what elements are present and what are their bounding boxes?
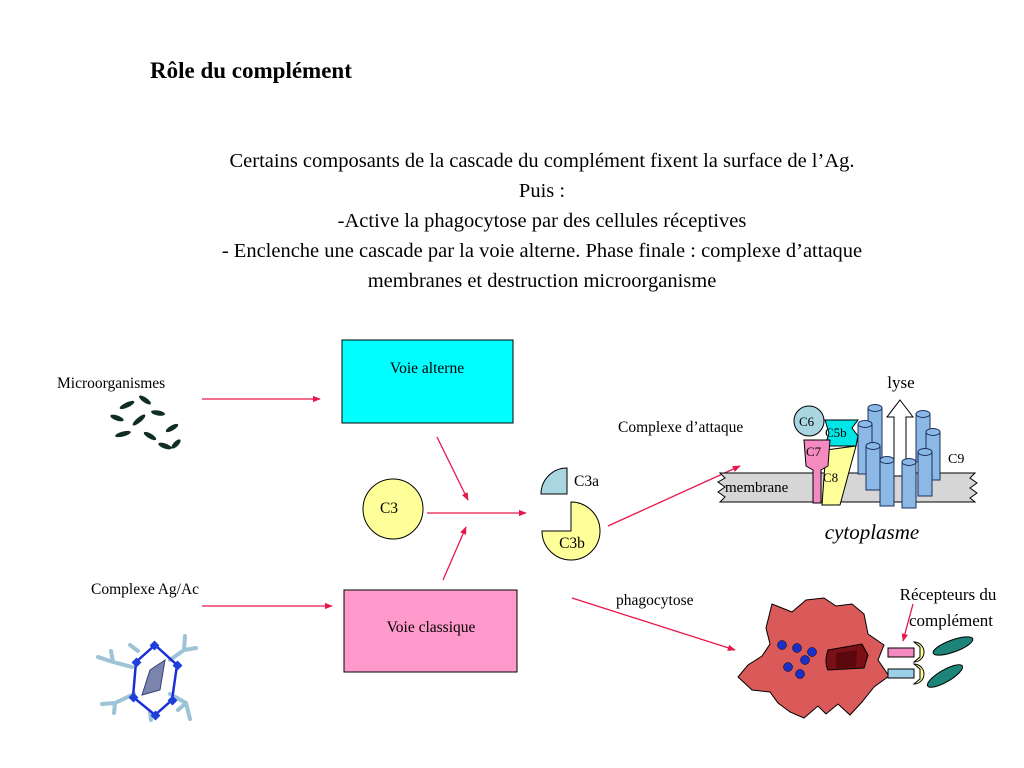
arrow-to-attack-complex — [607, 465, 741, 527]
complement-receptor-icon — [912, 636, 974, 688]
arrow-to-phagocytose — [571, 597, 736, 651]
intro-line-2: Puis : — [518, 180, 566, 202]
microorganisms-icon — [110, 395, 181, 450]
c3a-shape — [540, 467, 568, 495]
cytoplasme-label: cytoplasme — [825, 520, 919, 544]
complexe-ag-ac-label: Complexe Ag/Ac — [91, 581, 199, 598]
c6-label: C6 — [799, 414, 815, 429]
c9-label: C9 — [948, 452, 964, 467]
c3-label: C3 — [380, 500, 398, 517]
membrane-label: membrane — [725, 480, 789, 496]
intro-line-4: - Enclenche une cascade par la voie alte… — [221, 240, 863, 262]
voie-classique-label: Voie classique — [387, 619, 476, 636]
intro-text: Certains composants de la cascade du com… — [100, 146, 984, 296]
c3-circle — [362, 478, 424, 540]
c7-label: C7 — [806, 444, 822, 459]
c3b-shape — [541, 501, 601, 561]
recepteurs-label-line1: Récepteurs du — [900, 585, 997, 604]
intro-line-3: -Active la phagocytose par des cellules … — [337, 210, 747, 232]
voie-alterne-label: Voie alterne — [390, 360, 464, 377]
c8-label: C8 — [823, 470, 838, 485]
c3a-label: C3a — [574, 473, 599, 490]
intro-line-5: membranes et destruction microorganisme — [367, 270, 717, 292]
lyse-label: lyse — [887, 373, 914, 392]
c6-circle — [793, 405, 825, 437]
arrow-to-receptors — [901, 603, 914, 642]
c5b-shape — [824, 419, 859, 447]
c8-shape — [821, 445, 857, 506]
microorganismes-label: Microorganismes — [57, 375, 165, 392]
c5b-label: C5b — [825, 425, 847, 440]
lyse-arrow — [885, 399, 915, 477]
recepteurs-label-line2: complément — [909, 611, 993, 630]
arrow-classique-to-c3 — [442, 526, 467, 581]
complexe-attaque-label: Complexe d’attaque — [618, 419, 743, 436]
c7-shape — [803, 439, 831, 504]
phagocytose-label: phagocytose — [616, 592, 694, 609]
c9-pore-icon — [857, 404, 941, 509]
phagocyte-cell-icon — [737, 597, 915, 719]
c3b-label: C3b — [559, 535, 585, 552]
voie-classique-box — [343, 589, 518, 673]
intro-line-1: Certains composants de la cascade du com… — [229, 150, 855, 172]
antigen-antibody-complex-icon — [96, 634, 198, 722]
slide-title: Rôle du complément — [150, 58, 352, 83]
arrow-alterne-to-c3 — [436, 436, 469, 501]
voie-alterne-box — [341, 339, 514, 424]
